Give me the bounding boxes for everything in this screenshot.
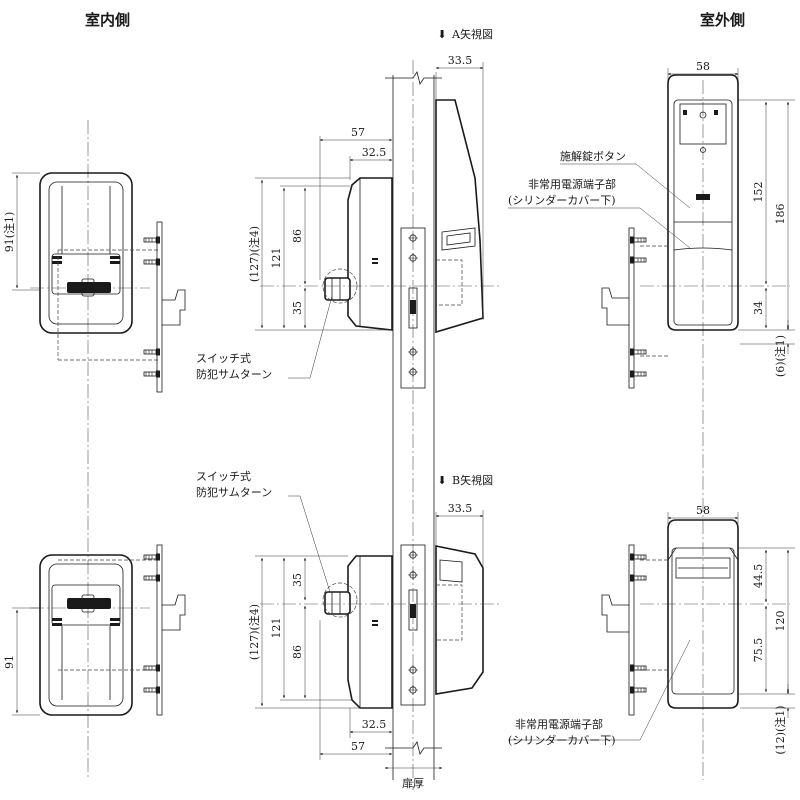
indoor-heading: 室内側 — [85, 11, 130, 29]
dim-top-57: 57 — [351, 126, 365, 139]
label-a-view: A矢視図 — [451, 27, 493, 41]
dim-indoor-top-height: 91(注1) — [2, 212, 16, 253]
dim-outdoor-bottom-44-5: 44.5 — [752, 564, 765, 589]
indoor-top-view: 91(注1) — [2, 120, 186, 780]
door-section: 扉厚 ⬇ A矢視図 ⬇ B矢視図 — [196, 27, 500, 790]
callout-thumbturn-top-2: 防犯サムターン — [196, 367, 272, 381]
dim-a-depth: 33.5 — [448, 54, 473, 67]
callout-emergency-bottom-2: (シリンダーカバー下) — [508, 733, 616, 747]
dim-outdoor-bottom-120: 120 — [774, 611, 787, 632]
dim-top-121: 121 — [270, 248, 283, 269]
arrow-a-view: ⬇ — [437, 28, 446, 41]
dim-outdoor-top-152: 152 — [752, 182, 765, 203]
dim-outdoor-top-6: (6)(注1) — [773, 335, 787, 377]
dim-bottom-121: 121 — [270, 618, 283, 639]
dim-top-35: 35 — [291, 301, 304, 315]
dim-outdoor-bottom-75-5: 75.5 — [752, 638, 765, 663]
label-door-thickness: 扉厚 — [402, 777, 424, 790]
callout-thumbturn-bottom-1: スイッチ式 — [196, 470, 251, 483]
dim-top-86: 86 — [291, 229, 304, 243]
callout-emergency-bottom-1: 非常用電源端子部 — [515, 717, 603, 731]
dim-bottom-86: 86 — [291, 645, 304, 659]
dim-outdoor-top-186: 186 — [774, 204, 787, 225]
outdoor-top-view: 58 152 186 34 (6)(注1) 施解錠ボタン 非常用電源端子部 (シ… — [508, 60, 795, 780]
dim-indoor-bottom-height: 91 — [3, 655, 16, 669]
callout-emergency-top-2: (シリンダーカバー下) — [508, 193, 616, 207]
dim-top-127: (127)(注4) — [247, 226, 261, 282]
indoor-bottom-view: 91 — [3, 544, 186, 716]
dim-top-32-5: 32.5 — [362, 146, 387, 159]
outdoor-bottom-view: 58 44.5 75.5 120 (12)(注1) 非常用電源端子部 (シリンダ… — [508, 504, 795, 755]
section-bottom: 33.5 32.5 57 (127)(注4) 121 35 86 スイッチ式 防… — [196, 470, 500, 760]
callout-thumbturn-top-1: スイッチ式 — [196, 352, 251, 365]
outdoor-heading: 室外側 — [700, 11, 745, 29]
callout-thumbturn-bottom-2: 防犯サムターン — [196, 485, 272, 499]
callout-release-button: 施解錠ボタン — [560, 149, 626, 163]
dim-b-depth: 33.5 — [448, 502, 473, 515]
dim-outdoor-bottom-12: (12)(注1) — [773, 705, 787, 754]
dim-bottom-32-5: 32.5 — [362, 718, 387, 731]
section-top: 33.5 57 32.5 (127)(注4) 121 86 35 スイッチ式 防… — [196, 54, 500, 389]
dim-bottom-127: (127)(注4) — [247, 604, 261, 660]
callout-emergency-top-1: 非常用電源端子部 — [528, 177, 616, 191]
label-b-view: B矢視図 — [452, 473, 493, 487]
dim-outdoor-top-34: 34 — [752, 301, 765, 315]
arrow-b-view: ⬇ — [437, 474, 446, 487]
dim-bottom-35: 35 — [291, 573, 304, 587]
dim-outdoor-bottom-width: 58 — [696, 504, 710, 517]
dim-bottom-57: 57 — [351, 740, 365, 753]
dim-outdoor-top-width: 58 — [696, 60, 710, 73]
